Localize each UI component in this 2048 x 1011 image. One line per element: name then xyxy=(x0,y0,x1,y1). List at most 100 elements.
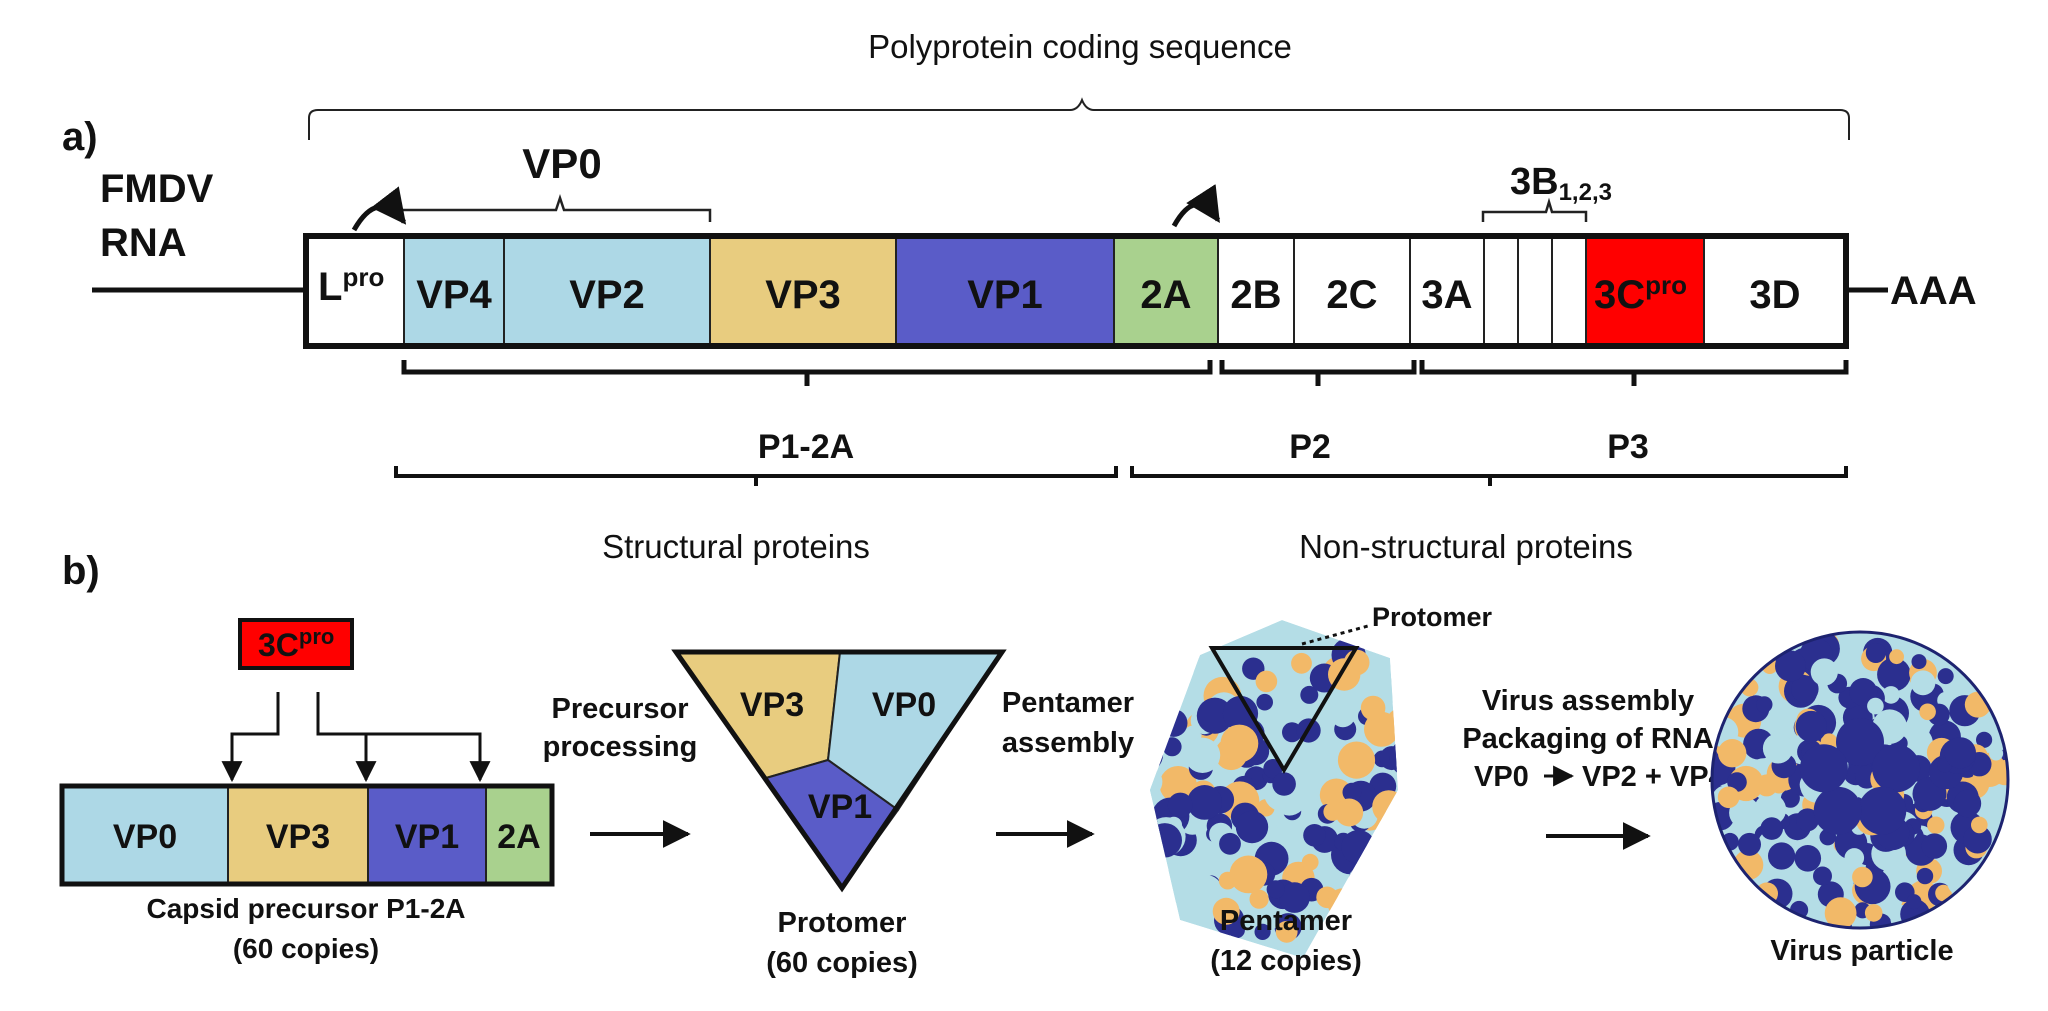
segment-2c xyxy=(1293,235,1411,347)
capsid-surface-blob xyxy=(1760,817,1783,840)
capsid-surface-blob xyxy=(1727,772,1747,792)
capsid-surface-blob xyxy=(1159,766,1197,804)
pentamer-protomer-label: Protomer xyxy=(1372,602,1493,632)
capsid-surface-blob xyxy=(1393,842,1398,861)
capsid-surface-blob xyxy=(1291,652,1312,674)
capsid-surface-blob xyxy=(1867,697,1884,715)
capsid-surface-blob xyxy=(1196,697,1233,734)
capsid-fivefold-blob xyxy=(1813,786,1862,835)
rna-label-fmdv: FMDV xyxy=(100,167,214,211)
capsid-surface-blob xyxy=(1323,802,1342,821)
capsid-surface-blob xyxy=(1389,738,1398,777)
pentamer-caption-line1: Pentamer xyxy=(1220,905,1352,937)
capsid-surface-blob xyxy=(1992,760,2008,786)
capsid-surface-blob xyxy=(1184,737,1221,773)
capsid-surface-blob xyxy=(1775,650,1806,682)
capsid-surface-blob xyxy=(1865,643,1886,663)
label-3a: 3A xyxy=(1421,273,1472,317)
capsid-surface-blob xyxy=(1192,875,1222,905)
group-brackets xyxy=(394,466,1848,486)
protease-3cpro-sup: pro xyxy=(299,624,334,649)
protease-3cpro-main: 3C xyxy=(258,627,299,663)
segment-3b3 xyxy=(1551,235,1587,347)
protease-3cpro-box xyxy=(238,618,354,670)
protomer-triangle xyxy=(671,649,1007,893)
label-lpro-main: L xyxy=(318,265,342,309)
capsid-surface-blob xyxy=(1976,731,1993,748)
label-2b: 2B xyxy=(1230,273,1281,317)
2a-cleavage-arrow-icon xyxy=(1171,184,1221,228)
capsid-surface-blob xyxy=(1406,747,1427,768)
3b-label-main: 3B xyxy=(1510,161,1559,203)
capsid-surface-blob xyxy=(1963,824,1992,854)
vp0-brace xyxy=(400,194,712,222)
precursor-label-vp1: VP1 xyxy=(395,818,459,856)
capsid-surface-blob xyxy=(1235,810,1269,844)
capsid-surface-blob xyxy=(1937,668,1954,685)
segment-brackets xyxy=(401,360,1849,386)
step-virus-assembly-line1: Virus assembly xyxy=(1482,685,1694,717)
capsid-surface-blob xyxy=(1157,869,1192,904)
structural-proteins-caption: Structural proteins xyxy=(602,528,870,565)
capsid-surface-blob xyxy=(1300,685,1319,704)
capsid-surface-blob xyxy=(1162,737,1182,757)
capsid-surface-blob xyxy=(1844,848,1865,868)
capsid-surface-blob xyxy=(1738,832,1761,856)
capsid-surface-blob xyxy=(1349,859,1386,896)
panel-a-label: a) xyxy=(62,115,98,159)
capsid-fivefold-blob xyxy=(1872,744,1921,793)
protomer-label-vp0: VP0 xyxy=(872,686,936,724)
capsid-surface-blob xyxy=(1813,866,1832,886)
capsid-surface-blob xyxy=(1718,739,1747,768)
capsid-surface-blob xyxy=(1971,816,1988,834)
capsid-surface-blob xyxy=(1916,867,1934,885)
capsid-surface-blob xyxy=(1762,733,1794,764)
capsid-surface-blob xyxy=(1852,866,1873,888)
label-lpro-sup: pro xyxy=(342,262,384,292)
region-label-p3: P3 xyxy=(1607,428,1649,466)
segment-3c xyxy=(1585,235,1705,347)
capsid-surface-blob xyxy=(1921,833,1948,859)
capsid-fivefold-blob xyxy=(1836,718,1884,766)
capsid-surface-blob xyxy=(1192,656,1215,679)
capsid-fivefold-blob xyxy=(1858,786,1907,835)
capsid-surface-blob xyxy=(1301,853,1319,871)
step-virus-assembly-line3b: VP2 + VP4 xyxy=(1582,761,1725,793)
3b-label-subscript: 1,2,3 xyxy=(1559,179,1612,206)
segment-3b2 xyxy=(1517,235,1553,347)
capsid-surface-blob xyxy=(1353,861,1392,900)
capsid-surface-blob xyxy=(1150,815,1159,843)
segment-3a xyxy=(1409,235,1485,347)
virus-particle-edge xyxy=(1710,630,2010,930)
3b-label: 3B1,2,3 xyxy=(1510,161,1612,206)
precursor-caption-line2: (60 copies) xyxy=(233,933,379,964)
capsid-surface-blob xyxy=(1150,805,1155,843)
label-3c: 3Cpro xyxy=(1594,270,1687,317)
capsid-surface-blob xyxy=(1255,670,1278,693)
capsid-surface-blob xyxy=(1768,842,1796,870)
capsid-surface-blob xyxy=(1754,793,1787,826)
capsid-surface-blob xyxy=(1729,797,1761,829)
capsid-surface-blob xyxy=(1342,782,1362,802)
label-3d: 3D xyxy=(1749,273,1800,317)
capsid-surface-blob xyxy=(1824,897,1857,928)
capsid-surface-blob xyxy=(1249,889,1269,909)
capsid-surface-blob xyxy=(1220,724,1259,763)
capsid-surface-blob xyxy=(1411,774,1442,805)
capsid-surface-blob xyxy=(1341,829,1376,865)
capsid-surface-blob xyxy=(1919,703,1936,721)
capsid-surface-blob xyxy=(1266,880,1285,899)
capsid-surface-blob xyxy=(1272,772,1296,796)
capsid-surface-blob xyxy=(1337,741,1376,779)
polyprotein-caption: Polyprotein coding sequence xyxy=(868,28,1292,65)
non-structural-proteins-caption: Non-structural proteins xyxy=(1299,528,1633,565)
step-pentamer-assembly-line2: assembly xyxy=(1002,727,1134,759)
capsid-surface-blob xyxy=(1275,920,1298,943)
step-precursor-processing-line2: processing xyxy=(543,731,698,763)
protease-cleavage-arrows xyxy=(221,692,491,783)
label-3c-main: 3C xyxy=(1594,273,1645,317)
step-pentamer-assembly-line1: Pentamer xyxy=(1002,687,1134,719)
capsid-surface-blob xyxy=(1849,678,1878,706)
capsid-surface-blob xyxy=(1219,832,1241,855)
capsid-surface-blob xyxy=(1256,693,1273,711)
